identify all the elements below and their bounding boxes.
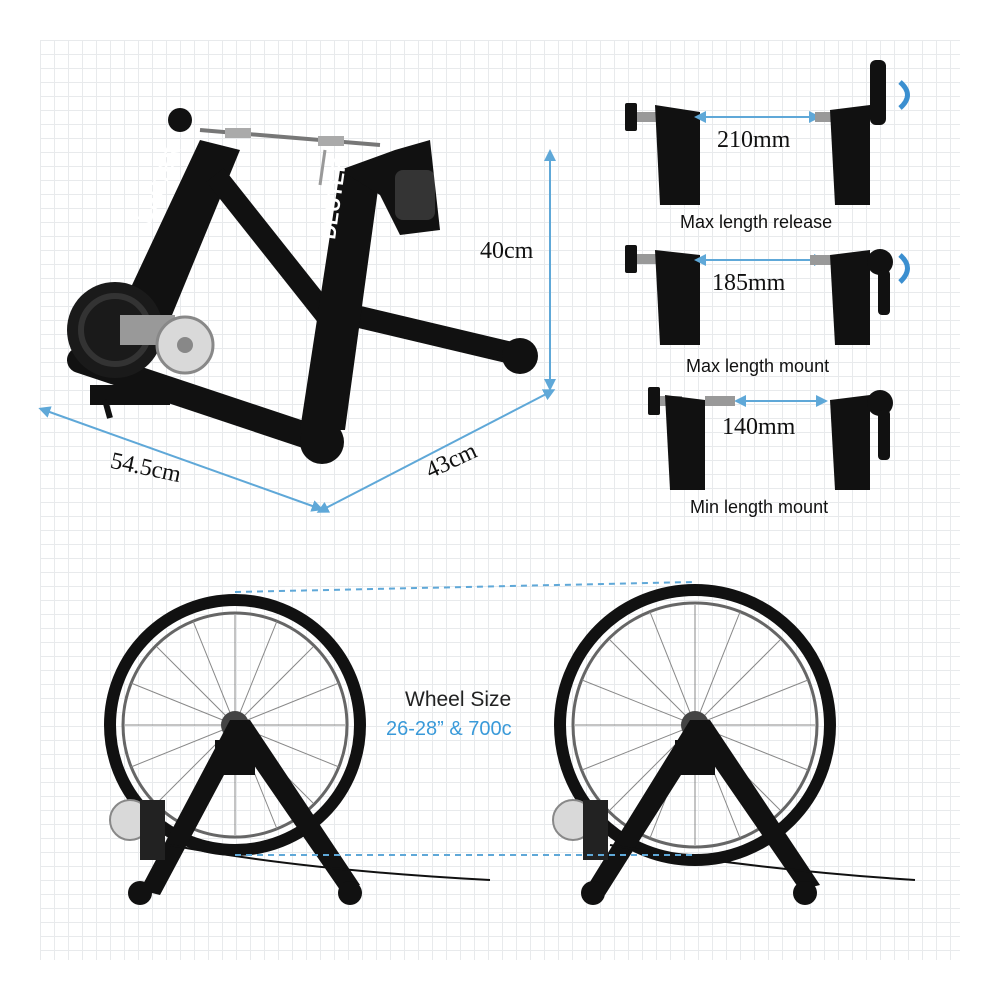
dimension-lines [38,149,556,513]
wheel-left-on-trainer [104,594,491,905]
wheel-size-title: Wheel Size [405,688,512,711]
clamp-detail-min-mount [648,387,893,490]
clamp-value-1: 210mm [717,127,791,153]
clamp-detail-max-release [625,60,910,205]
trainer-main-illustration: DEUTER DEUTER [67,108,538,464]
clamp-value-2: 185mm [712,270,786,296]
clamp-caption-3: Min length mount [690,497,829,517]
height-dimension-label: 40cm [480,238,534,264]
clamp-caption-2: Max length mount [686,356,830,376]
wheel-size-values: 26-28” & 700c [386,718,512,740]
clamp-caption-1: Max length release [680,212,833,232]
clamp-value-3: 140mm [722,414,796,440]
wheel-right-on-trainer [552,584,916,905]
clamp-detail-max-mount [625,245,910,345]
